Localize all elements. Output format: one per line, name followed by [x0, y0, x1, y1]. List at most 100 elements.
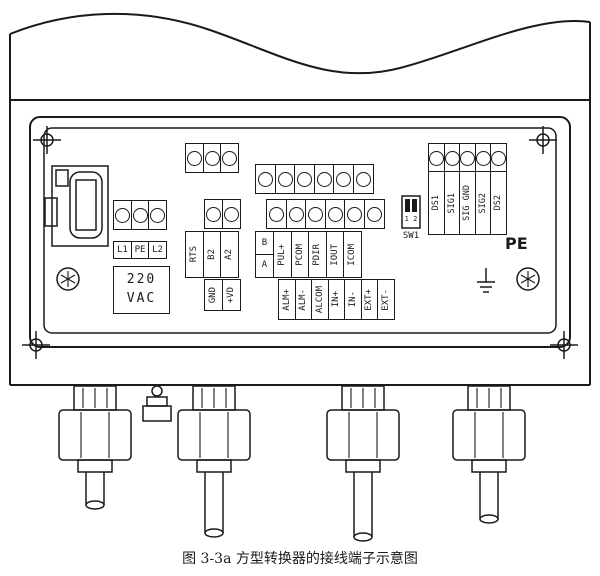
terminal-label: A2 — [220, 231, 239, 278]
terminal-label: EXT- — [377, 279, 395, 320]
terminal-screw[interactable] — [274, 164, 296, 194]
dip-switch[interactable] — [401, 195, 421, 229]
terminal-screw[interactable] — [344, 199, 365, 229]
terminal-screw[interactable] — [363, 199, 385, 229]
terminal-screw[interactable] — [459, 143, 476, 173]
voltage-rating-box: 220 VAC — [113, 266, 170, 314]
terminal-screw[interactable] — [148, 200, 167, 230]
terminal-label: B2 — [202, 231, 222, 278]
figure-caption: 图 3-3a 方型转换器的接线端子示意图 — [182, 551, 418, 567]
screw-hole-icon — [150, 207, 165, 223]
comm-terminal-labels: RTS B2 A2 — [185, 231, 239, 278]
cable — [204, 528, 224, 538]
terminal-screw[interactable] — [490, 143, 507, 173]
terminal-screw[interactable] — [294, 164, 315, 194]
terminal-label: RTS — [185, 231, 204, 278]
terminal-label: +VD — [221, 279, 241, 311]
power-terminal-labels: L1 PE L2 — [113, 241, 167, 259]
cable-gland — [326, 385, 400, 542]
screw-hole-icon — [204, 150, 220, 166]
terminal-label: IN- — [344, 279, 362, 320]
terminal-label: IN+ — [327, 279, 346, 320]
terminal-screw[interactable] — [324, 199, 346, 229]
terminal-label: IOUT — [325, 231, 345, 278]
terminal-label: SIG2 — [474, 171, 492, 235]
io-labels-row1: PUL+ PCOM PDIR IOUT ICOM — [273, 231, 362, 278]
cable — [479, 514, 499, 524]
comm-sub-terminal-block — [204, 199, 241, 229]
terminal-screw[interactable] — [255, 164, 276, 194]
screw-hole-icon — [223, 206, 239, 222]
screw-hole-icon — [132, 207, 148, 223]
terminal-label: SIG1 — [443, 171, 461, 235]
terminal-screw[interactable] — [204, 199, 223, 229]
terminal-screw[interactable] — [266, 199, 287, 229]
screw-hole-icon — [222, 150, 237, 166]
dip-switch-label: SW1 — [402, 231, 420, 241]
terminal-label: DS1 — [428, 171, 445, 235]
signal-terminal-block — [428, 143, 507, 173]
ground-icon — [477, 268, 495, 293]
terminal-screw[interactable] — [113, 200, 132, 230]
cable-gland — [177, 385, 251, 538]
voltage-unit: VAC — [126, 291, 157, 306]
terminal-screw[interactable] — [474, 143, 492, 173]
rs485-labels: B A — [255, 231, 274, 278]
terminal-screw[interactable] — [443, 143, 461, 173]
io-labels-row2: ALM+ ALM- ALCOM IN+ IN- EXT+ EXT- — [278, 279, 395, 320]
screw-hole-icon — [187, 150, 202, 166]
screw-hole-icon — [269, 206, 284, 222]
terminal-screw[interactable] — [333, 164, 354, 194]
screw-hole-icon — [308, 206, 323, 222]
screw-hole-icon — [297, 171, 312, 187]
signal-terminal-labels: DS1 SIG1 SIG GND SIG2 DS2 — [428, 171, 507, 235]
enclosure-body — [9, 12, 591, 386]
terminal-label: PE — [130, 241, 150, 259]
screw-hole-icon — [288, 206, 304, 222]
terminal-label: SIG GND — [459, 171, 476, 235]
voltage-value: 220 — [126, 272, 157, 288]
screw-hole-icon — [327, 206, 343, 222]
screw-hole-icon — [336, 171, 351, 187]
terminal-label: PDIR — [308, 231, 327, 278]
terminal-label: PCOM — [290, 231, 310, 278]
fuse-holder — [44, 165, 109, 247]
screw-hole-icon — [206, 206, 221, 222]
terminal-screw[interactable] — [220, 143, 239, 173]
terminal-screw[interactable] — [428, 143, 445, 173]
terminal-screw[interactable] — [305, 199, 326, 229]
screw-hole-icon — [429, 150, 444, 166]
terminal-label: EXT+ — [360, 279, 379, 320]
comm-terminal-block — [185, 143, 239, 173]
power-terminal-block — [113, 200, 167, 230]
io-terminal-row-top — [255, 164, 374, 194]
terminal-label: L1 — [113, 241, 132, 259]
terminal-label: DS2 — [490, 171, 507, 235]
terminal-screw[interactable] — [202, 143, 222, 173]
terminal-screw[interactable] — [352, 164, 374, 194]
terminal-label: A — [255, 253, 274, 278]
screw-hole-icon — [460, 150, 475, 166]
screw-hole-icon — [366, 206, 382, 222]
io-terminal-row-bottom — [266, 199, 385, 229]
terminal-screw[interactable] — [221, 199, 241, 229]
screw-hole-icon — [277, 171, 293, 187]
terminal-screw[interactable] — [313, 164, 335, 194]
terminal-label: ALCOM — [311, 279, 329, 320]
cable — [353, 532, 373, 542]
terminal-screw[interactable] — [185, 143, 204, 173]
terminal-label: ALM+ — [278, 279, 296, 320]
terminal-screw[interactable] — [130, 200, 150, 230]
crosshair-mark — [22, 126, 578, 359]
screw-hole-icon — [475, 150, 491, 166]
terminal-label: B — [255, 231, 274, 255]
terminal-screw[interactable] — [285, 199, 307, 229]
cable-gland — [58, 385, 132, 510]
comm-sub-labels: GND +VD — [204, 279, 241, 311]
screw-hole-icon — [316, 171, 332, 187]
terminal-label: ALM- — [294, 279, 313, 320]
cable-gland — [452, 385, 526, 524]
screw-hole-icon — [444, 150, 460, 166]
